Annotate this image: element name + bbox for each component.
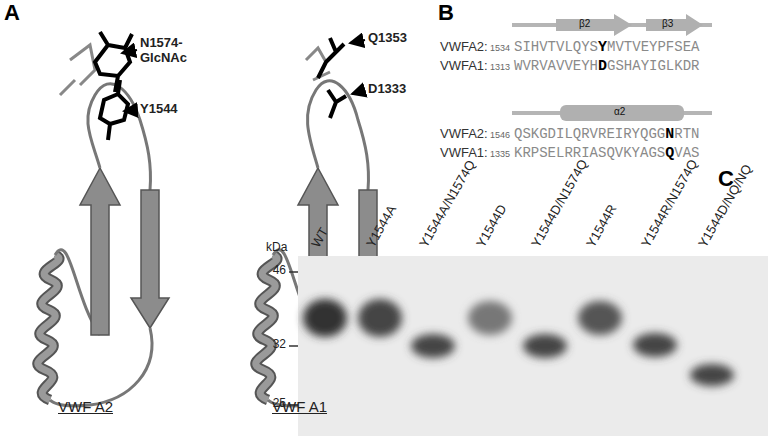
a2-ribbon-part: [131, 190, 169, 328]
sequence-name: VWFA2:: [440, 39, 490, 54]
a2-ribbon-part: [38, 255, 59, 400]
sequence-row: VWFA1:1313WVRVAVVEYHDGSHAYIGLKDR: [440, 58, 699, 75]
residue-number: 1534: [490, 43, 514, 53]
secondary-structure-part: [646, 14, 703, 36]
panel-letter: A: [4, 0, 20, 25]
helix-label: α2: [614, 106, 625, 118]
a2-ribbon-part: [100, 80, 128, 140]
residue-number: 1313: [490, 62, 514, 72]
a1-ribbon-part: [328, 90, 346, 118]
secondary-structure-part: [560, 105, 684, 121]
sequence: WVRVAVVEYH: [514, 58, 598, 74]
gel-part: [298, 256, 768, 436]
lane-label: Y1544R/N1574Q: [638, 157, 700, 250]
lane-label: Y1544R: [583, 202, 619, 250]
a2-ribbon: [38, 32, 169, 406]
gel-part: [289, 271, 298, 273]
a2-ribbon-part: [38, 255, 59, 400]
structure-name: VWF A2: [58, 398, 113, 415]
a1-ribbon-part: [307, 81, 368, 190]
a2-ribbon-part: [122, 50, 137, 53]
marker-size: 25: [250, 397, 286, 411]
a1-ribbon-part: [350, 40, 365, 43]
residue-number: 1335: [490, 149, 514, 159]
residue-callout: Y1544: [140, 102, 178, 117]
sequence: GSHAYIGLKDR: [607, 58, 699, 74]
a1-ribbon-part: [352, 90, 365, 94]
lane-label: Y1544D/N1574Q: [528, 157, 590, 250]
sequence-row: VWFA1:1335KRPSELRRIASQVKYAGSQVAS: [440, 145, 699, 162]
gel-part: [690, 364, 734, 386]
a2-ribbon-part: [95, 32, 132, 92]
marker-size: 46: [250, 264, 286, 278]
a1-ribbon-part: [318, 38, 344, 78]
residue-number: 1546: [490, 130, 514, 140]
gel-part: [303, 299, 734, 386]
strand-label: β2: [579, 18, 590, 30]
gel-part: [633, 333, 677, 357]
key-residue: Y: [598, 39, 607, 56]
gel-part: [358, 299, 402, 337]
secondary-structure-part: [556, 14, 632, 36]
sequence: KRPSELRRIASQVKYAGS: [514, 145, 665, 161]
lane-label: Y1544D: [473, 202, 509, 250]
key-residue: D: [598, 58, 607, 75]
secondary-structure: [512, 14, 712, 121]
gel-part: [523, 334, 567, 358]
sequence: SIHVTVLQYS: [514, 39, 598, 55]
key-residue: N: [665, 126, 674, 143]
lane-label: Y1544A/N1574Q: [416, 157, 478, 250]
panel-letter: B: [438, 0, 454, 25]
sequence-row: VWFA2:1534SIHVTVLQYSYMVTVEYPFSEA: [440, 39, 699, 56]
sequence: MVTVEYPFSEA: [607, 39, 699, 55]
gel-part: [289, 345, 298, 347]
axis-unit: kDa: [266, 241, 287, 255]
gel-part: [468, 301, 512, 335]
gel-part: [411, 334, 455, 358]
a2-ribbon-part: [60, 45, 95, 95]
sequence-row: VWFA2:1546QSKGDILQRVREIRYQGGNRTN: [440, 126, 699, 143]
a2-ribbon-part: [88, 84, 151, 190]
gel-part: [303, 299, 347, 337]
sequence-name: VWFA2:: [440, 126, 490, 141]
sequence-name: VWFA1:: [440, 58, 490, 73]
sequence: RTN: [674, 126, 699, 142]
residue-callout: D1333: [368, 82, 406, 97]
a2-ribbon-part: [124, 110, 137, 111]
gel-part: [578, 301, 622, 335]
a2-ribbon-part: [80, 168, 120, 335]
key-residue: Q: [665, 145, 674, 162]
sequence: QSKGDILQRVREIRYQGG: [514, 126, 665, 142]
marker-size: 32: [250, 338, 286, 352]
gel: [289, 256, 768, 436]
residue-callout: N1574- GlcNAc: [140, 36, 200, 66]
strand-label: β3: [662, 18, 673, 30]
a2-ribbon-part: [50, 328, 152, 406]
residue-callout: Q1353: [368, 31, 407, 46]
